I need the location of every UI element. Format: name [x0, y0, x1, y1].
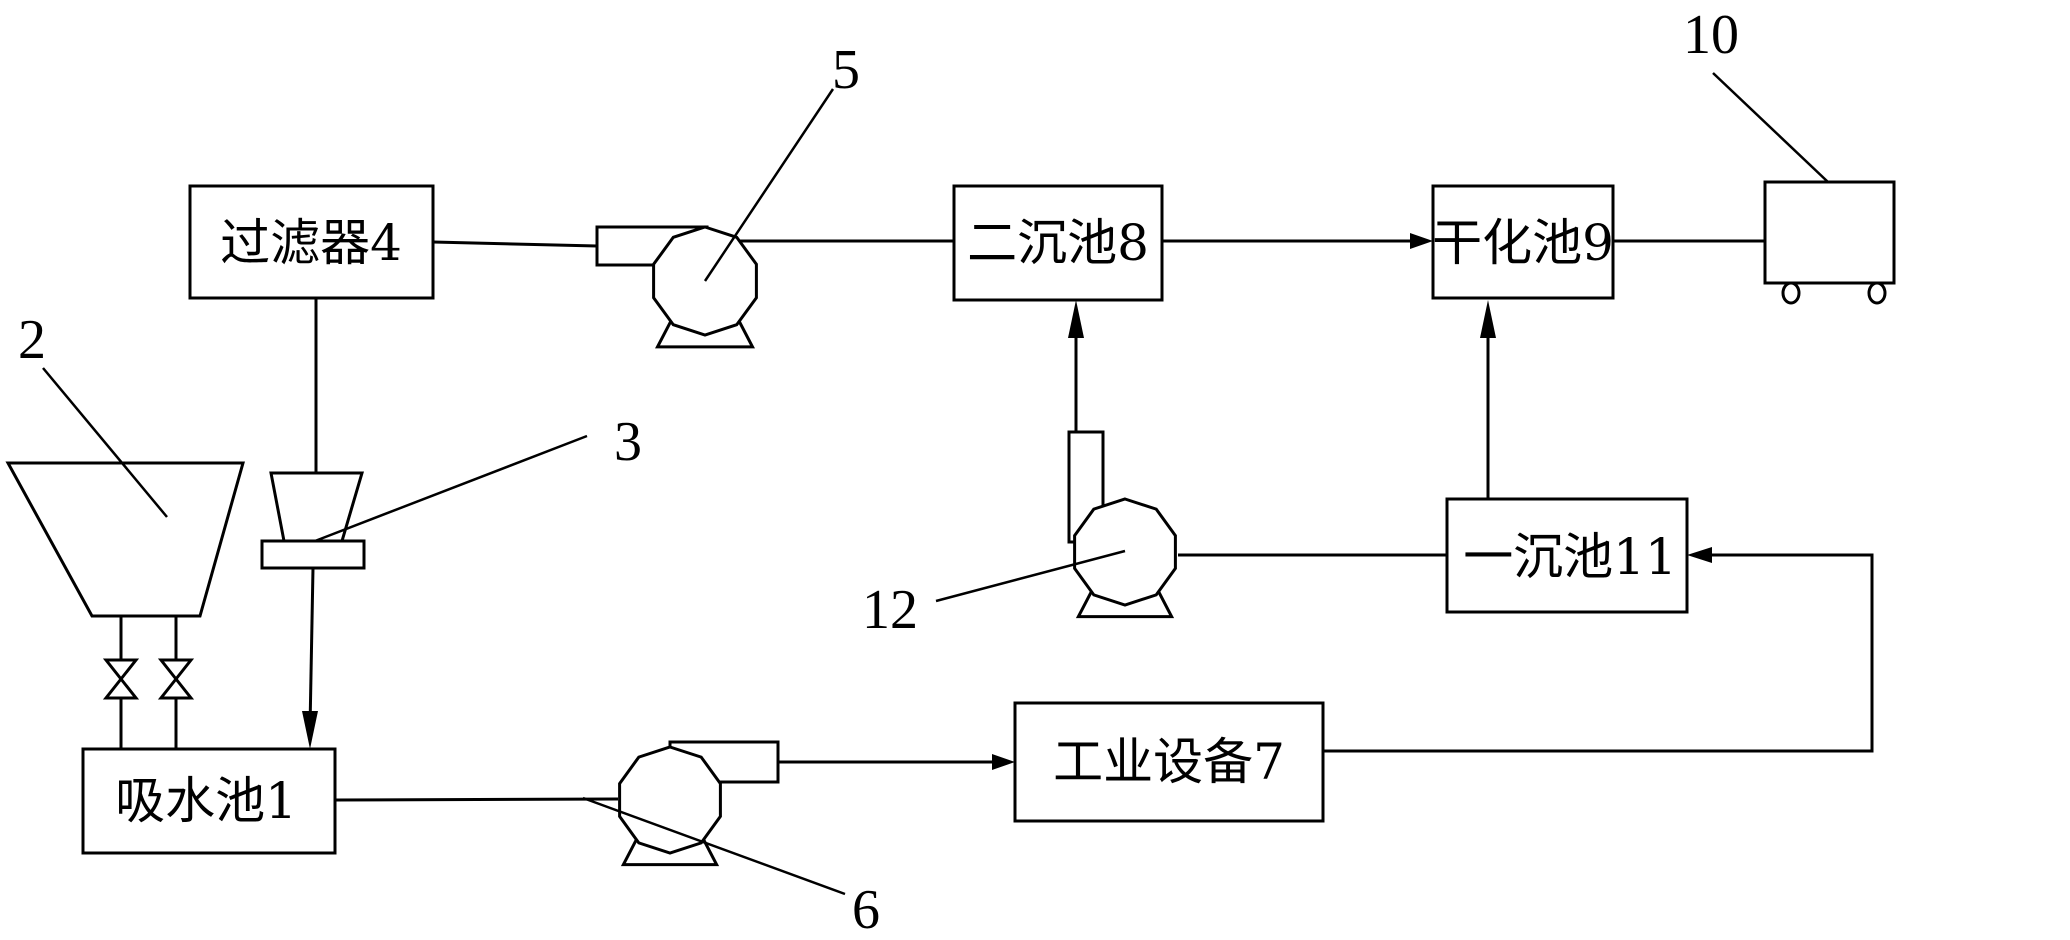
valve-right-icon[interactable] — [157, 658, 195, 700]
unit-intake-pond-1-label: 吸水池1 — [115, 772, 297, 830]
valve-left-icon[interactable] — [102, 658, 140, 700]
pump-6-icon[interactable] — [618, 740, 780, 867]
leader-12 — [935, 549, 1126, 603]
pump-body — [618, 745, 722, 855]
callout-6: 6 — [852, 879, 880, 940]
leader-10 — [1712, 72, 1829, 183]
unit-filter-4-label: 过滤器4 — [220, 214, 402, 272]
callout-2: 2 — [18, 309, 46, 371]
pipe-filter-to-pump5 — [432, 240, 598, 248]
pipe-dosing-to-intake1 — [308, 567, 315, 729]
callout-3: 3 — [614, 411, 642, 473]
leader-2 — [42, 367, 168, 518]
leader-3 — [314, 434, 588, 543]
cart-10-icon[interactable] — [1763, 180, 1896, 305]
arrowhead-into-equip7 — [992, 754, 1015, 770]
unit-secondary-sedimentation-8[interactable]: 二沉池8 — [952, 184, 1164, 302]
arrowhead-into-intake1 — [302, 711, 318, 749]
unit-industrial-equipment-7[interactable]: 工业设备7 — [1013, 701, 1325, 823]
callout-10: 10 — [1683, 4, 1739, 66]
unit-filter-4[interactable]: 过滤器4 — [188, 184, 435, 300]
leader-5 — [703, 88, 835, 282]
unit-primary-sedimentation-11[interactable]: 一沉池11 — [1445, 497, 1689, 614]
unit-primary-sedimentation-11-label: 一沉池11 — [1463, 528, 1677, 586]
pump-5-icon[interactable] — [595, 225, 758, 349]
arrowhead-into-sed8 — [1068, 300, 1084, 338]
pipe-equip7-to-sed11 — [1323, 553, 1874, 753]
pump-12-icon[interactable] — [1067, 430, 1177, 619]
dosing-funnel-3[interactable] — [260, 471, 366, 570]
leader-6 — [582, 796, 846, 896]
hopper-2[interactable] — [5, 461, 245, 618]
unit-drying-pond-9[interactable]: 干化池9 — [1431, 184, 1615, 300]
callout-5: 5 — [832, 39, 860, 101]
unit-secondary-sedimentation-8-label: 二沉池8 — [967, 214, 1149, 272]
arrowhead-into-sed11 — [1687, 547, 1712, 563]
unit-drying-pond-9-label: 干化池9 — [1432, 214, 1614, 272]
arrowhead-into-dry9-bottom — [1480, 300, 1496, 338]
pipe-intake1-to-pump6 — [334, 797, 619, 802]
unit-industrial-equipment-7-label: 工业设备7 — [1053, 733, 1285, 791]
arrowhead-into-dry9 — [1410, 233, 1433, 249]
unit-intake-pond-1[interactable]: 吸水池1 — [81, 747, 337, 855]
callout-12: 12 — [862, 579, 918, 641]
